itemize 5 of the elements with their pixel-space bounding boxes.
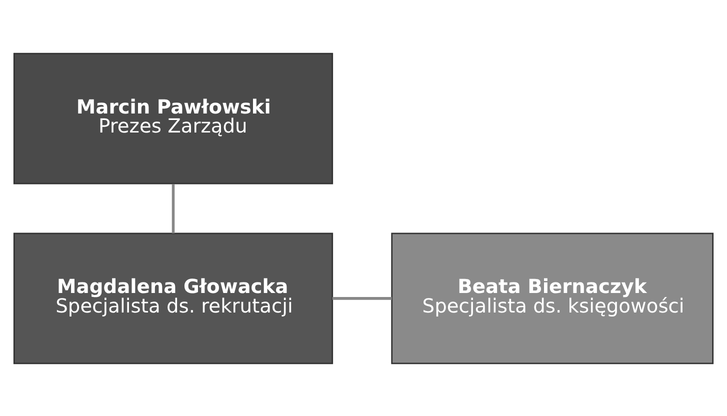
node-box: Beata Biernaczyk Specjalista ds. księgowości [391,232,714,364]
connector [332,296,392,300]
connector [172,184,175,233]
node-box: Magdalena Głowacka Specjalista ds. rekrutacji [13,232,334,364]
node-box: Marcin Pawłowski Prezes Zarządu [13,52,334,184]
